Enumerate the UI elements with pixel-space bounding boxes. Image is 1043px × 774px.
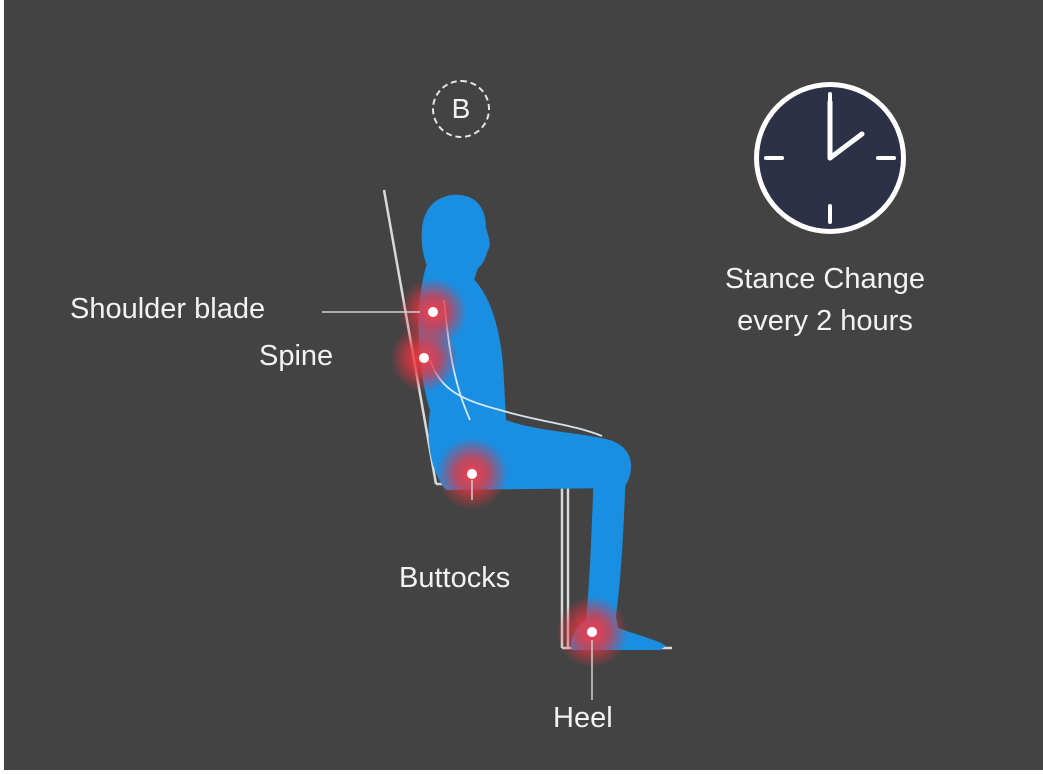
stance-caption-line-2: every 2 hours xyxy=(680,300,970,342)
stance-caption-line-1: Stance Change xyxy=(680,258,970,300)
label-buttocks: Buttocks xyxy=(399,562,510,595)
clock-icon xyxy=(754,82,906,234)
step-badge: B xyxy=(432,80,490,138)
label-spine: Spine xyxy=(259,340,333,373)
label-heel: Heel xyxy=(553,702,613,735)
label-shoulder-blade: Shoulder blade xyxy=(70,293,265,326)
stance-change-caption: Stance Change every 2 hours xyxy=(680,258,970,342)
pressure-point-spine xyxy=(390,324,458,392)
